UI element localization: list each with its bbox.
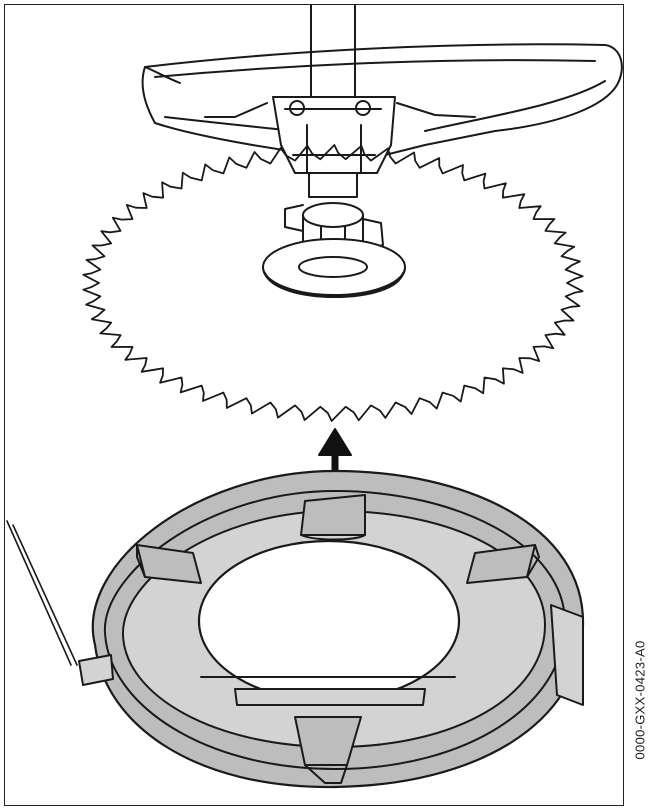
illustration-svg — [6, 5, 623, 789]
thrust-plate-icon — [262, 238, 406, 298]
saw-blade-icon — [82, 144, 584, 422]
transport-guard-icon — [6, 469, 585, 789]
figure-code: 0000-GXX-0423-A0 — [632, 640, 648, 760]
gear-housing-icon — [284, 172, 384, 268]
illustration-frame — [4, 4, 624, 806]
